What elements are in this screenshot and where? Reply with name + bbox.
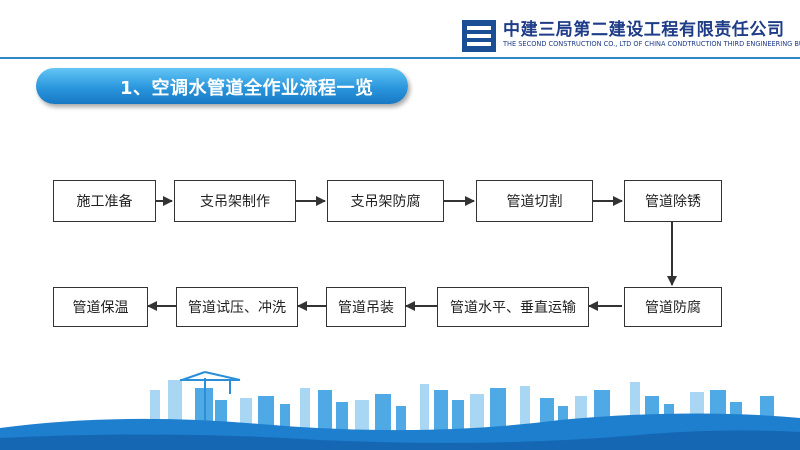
- flow-step-5: 管道除锈: [624, 180, 722, 222]
- flow-step-1: 施工准备: [53, 180, 156, 222]
- city-skyline-icon: [0, 371, 800, 450]
- company-logo-icon: [462, 20, 496, 52]
- flow-step-6: 管道防腐: [624, 287, 722, 327]
- flow-step-3: 支吊架防腐: [327, 180, 444, 222]
- title-banner: 1、空调水管道全作业流程一览: [36, 68, 408, 104]
- flow-step-10: 管道保温: [53, 287, 148, 327]
- flow-step-9: 管道试压、冲洗: [176, 287, 298, 327]
- slide-title: 1、空调水管道全作业流程一览: [120, 78, 374, 99]
- header-divider: [0, 57, 800, 59]
- company-name-en: THE SECOND CONSTRUCTION CO., LTD OF CHIN…: [503, 40, 800, 48]
- flow-step-8: 管道吊装: [326, 287, 406, 327]
- flow-step-4: 管道切割: [476, 180, 593, 222]
- flow-step-7: 管道水平、垂直运输: [437, 287, 589, 327]
- flow-step-2: 支吊架制作: [174, 180, 296, 222]
- company-name-cn: 中建三局第二建设工程有限责任公司: [503, 20, 785, 40]
